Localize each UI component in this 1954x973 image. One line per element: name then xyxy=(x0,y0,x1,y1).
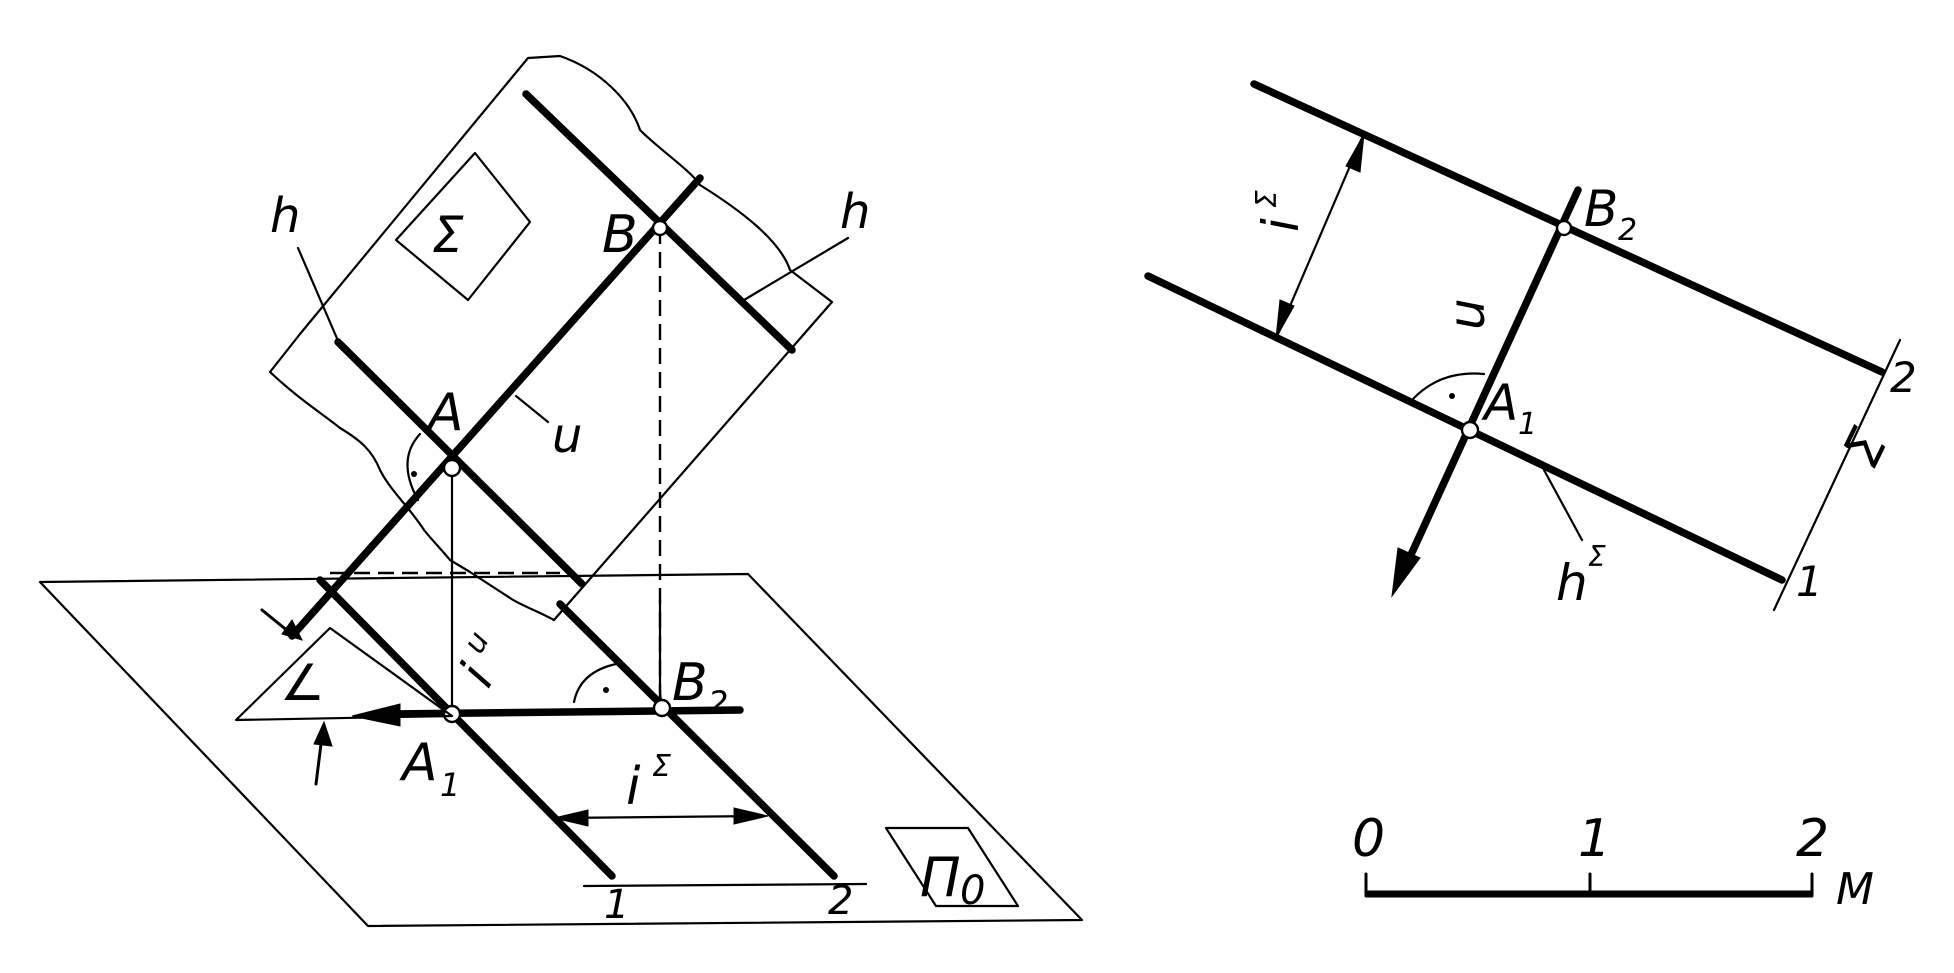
svg-text:h: h xyxy=(1556,554,1588,612)
point-A1-right xyxy=(1460,420,1480,440)
sigma-label-box xyxy=(394,151,532,302)
right-angle-A1 xyxy=(1410,372,1486,402)
point-B xyxy=(651,219,669,237)
contour-baseline xyxy=(582,882,868,888)
u-leader xyxy=(514,394,550,424)
h-label-right: h xyxy=(840,184,870,240)
left-view: Σ h h u B A A 1 xyxy=(38,54,1084,928)
right-angle-A-dot xyxy=(411,471,417,477)
projector-B-end xyxy=(658,598,668,712)
label-B: B xyxy=(602,205,638,265)
scale-bar: 0 1 2 M xyxy=(1352,809,1874,915)
label-B2-right: B 2 xyxy=(1584,180,1637,248)
h-leader-right xyxy=(742,236,850,302)
svg-text:B: B xyxy=(672,653,708,713)
h-leader-left xyxy=(296,246,344,352)
interval-arrow-left xyxy=(553,809,589,827)
alpha-arrowhead-upper xyxy=(281,619,303,641)
pi0-label: Π 0 xyxy=(920,846,985,914)
scale-label-1: 1 xyxy=(1578,809,1611,869)
right-angle-B2-dot xyxy=(603,687,609,693)
line-u-arrow xyxy=(1391,547,1421,598)
alpha-arrowhead-lower xyxy=(313,720,333,747)
svg-text:Σ: Σ xyxy=(1250,190,1283,208)
svg-text:2: 2 xyxy=(1618,213,1637,248)
scale-unit: M xyxy=(1836,864,1874,915)
label-B2: B 2 xyxy=(672,653,728,722)
contour-h-lower xyxy=(334,338,586,588)
point-B2-right xyxy=(1555,219,1573,237)
svg-text:u: u xyxy=(457,626,497,660)
svg-text:Π: Π xyxy=(920,846,961,909)
label-A1-right: A 1 xyxy=(1481,374,1537,442)
svg-text:Σ: Σ xyxy=(1588,540,1606,573)
scale-label-2: 2 xyxy=(1796,809,1829,869)
svg-text:i: i xyxy=(626,757,641,817)
sigma-frame-line xyxy=(1772,338,1902,612)
label-iS-right: i Σ xyxy=(1250,190,1310,232)
projection-arrow xyxy=(351,703,401,727)
label-A: A xyxy=(425,383,464,443)
contour-2-label-right: 2 xyxy=(1890,353,1917,402)
svg-text:1: 1 xyxy=(1518,407,1537,442)
h-label-left: h xyxy=(270,188,300,244)
label-u-right: u xyxy=(1438,298,1496,330)
interval-dimension-right xyxy=(1276,136,1364,336)
interval-arrow-top xyxy=(1345,133,1365,173)
point-A1 xyxy=(442,704,462,724)
svg-text:A: A xyxy=(1481,374,1518,432)
contour-1-label: 1 xyxy=(604,882,629,928)
svg-text:i: i xyxy=(448,655,505,696)
line-u-right xyxy=(1400,186,1582,574)
point-A xyxy=(442,458,462,478)
line-u xyxy=(288,174,704,640)
sigma-plane-outline xyxy=(268,54,834,622)
svg-text:0: 0 xyxy=(960,868,985,914)
pi0-label-box xyxy=(884,826,1020,908)
ground-plane-outline xyxy=(38,572,1084,928)
interval-arrow-right xyxy=(733,807,769,825)
interval-arrow-bottom xyxy=(1275,299,1295,339)
svg-text:1: 1 xyxy=(440,766,460,804)
right-angle-A xyxy=(406,432,422,502)
contour-2-ground xyxy=(556,600,838,880)
right-angle-B2 xyxy=(572,662,618,704)
label-iu: i u xyxy=(448,626,505,696)
svg-text:Σ: Σ xyxy=(1832,420,1900,476)
svg-text:Σ: Σ xyxy=(652,749,671,784)
point-B2 xyxy=(652,698,672,718)
alpha-label: ∠ xyxy=(280,654,325,712)
scale-label-0: 0 xyxy=(1352,809,1385,869)
label-iS: i Σ xyxy=(626,749,671,817)
label-A1: A 1 xyxy=(399,733,460,804)
contour-1-label-right: 1 xyxy=(1796,557,1823,606)
sigma-label: Σ xyxy=(432,206,464,264)
svg-text:B: B xyxy=(1584,180,1618,238)
right-view: B 2 A 1 u i Σ h Σ 2 1 Σ xyxy=(1144,80,1917,612)
svg-text:i: i xyxy=(1252,218,1310,232)
alpha-triangle xyxy=(234,626,454,722)
svg-text:A: A xyxy=(399,733,438,793)
sigma-symbol-right: Σ xyxy=(1832,420,1900,476)
svg-text:2: 2 xyxy=(708,684,728,722)
svg-text:u: u xyxy=(1438,298,1496,330)
right-angle-A1-dot xyxy=(1449,393,1455,399)
label-h-sigma: h Σ xyxy=(1556,540,1606,612)
contour-2-label: 2 xyxy=(828,878,853,924)
interval-dimension xyxy=(556,814,766,820)
h-sigma-leader xyxy=(1542,468,1584,542)
u-label: u xyxy=(552,408,582,464)
contour-1-ground xyxy=(316,576,616,880)
